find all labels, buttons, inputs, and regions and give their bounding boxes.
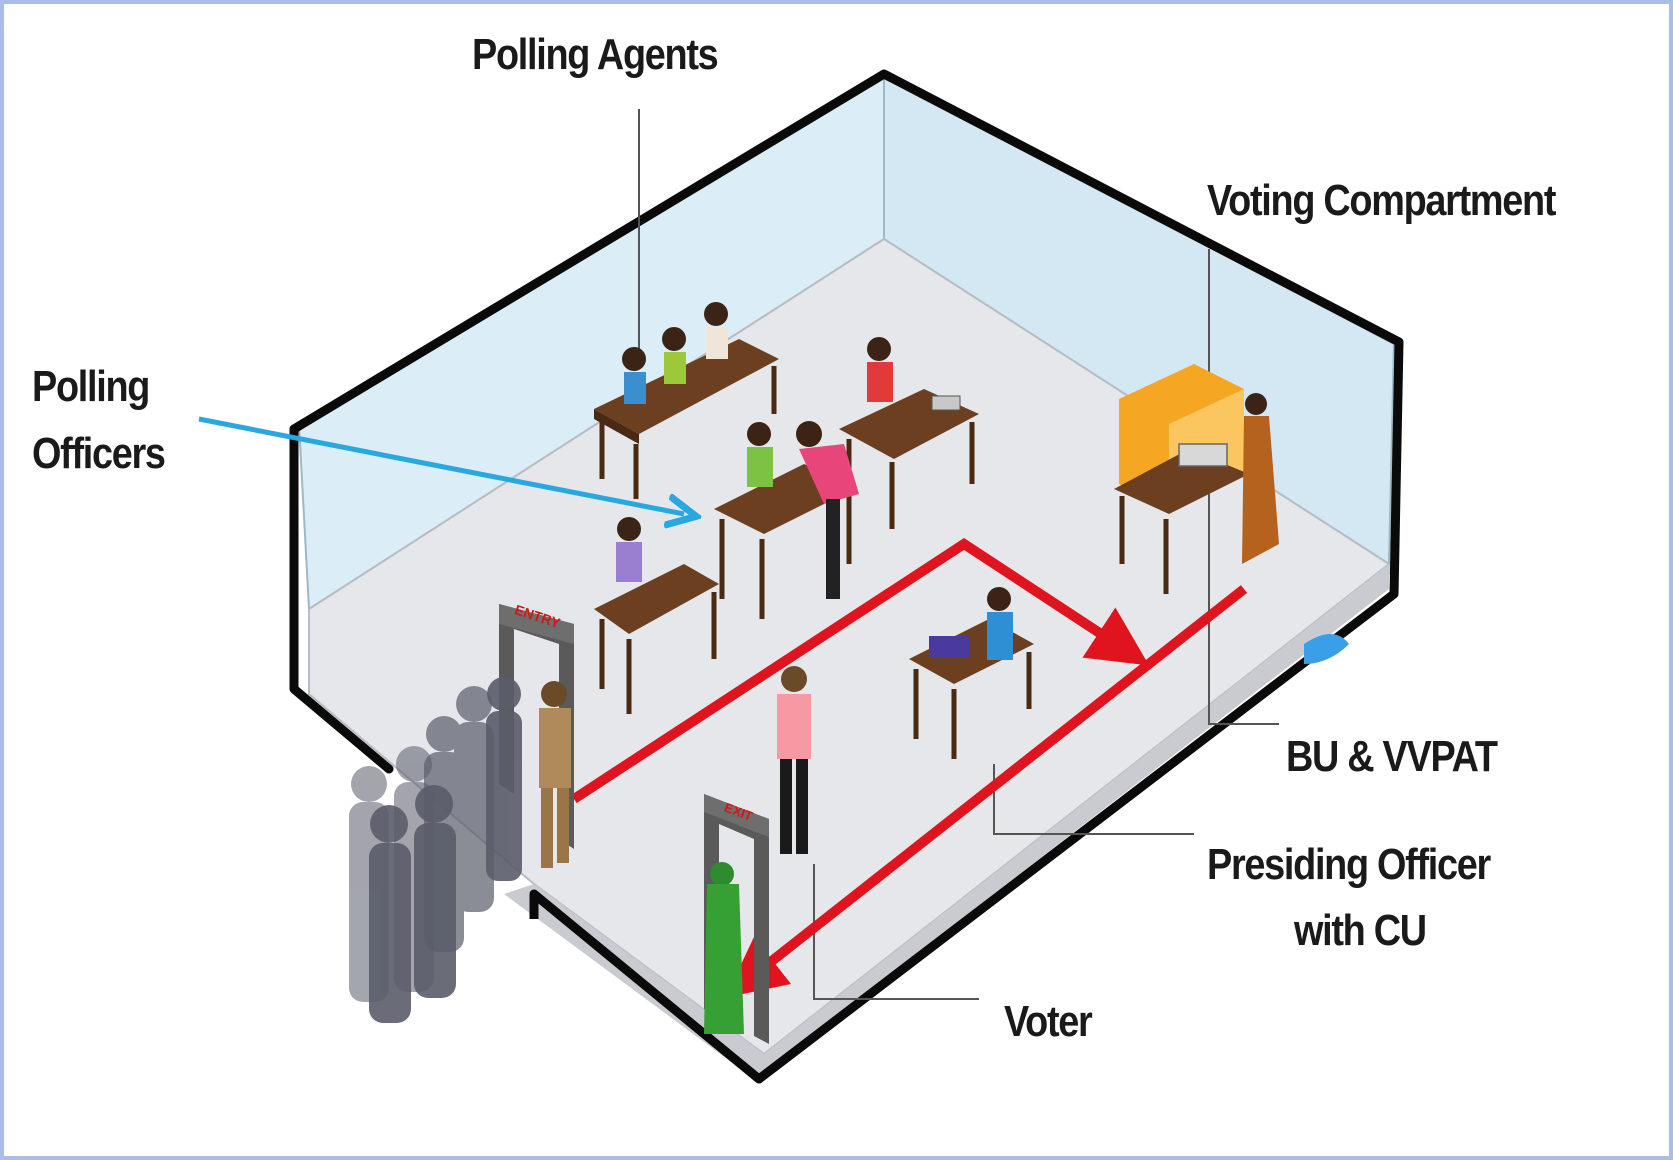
exiting-voter <box>704 862 744 1034</box>
voter-path-arrow-out <box>725 585 1248 998</box>
room-outline <box>289 69 1404 1084</box>
bu-vvpat-label: BU & VVPAT <box>1286 732 1498 781</box>
voter-path-arrow-in <box>571 538 1150 804</box>
polling-agents-label: Polling Agents <box>472 30 719 79</box>
voting-compartment <box>1114 364 1279 594</box>
polling-officers-label-line1: Polling <box>32 362 150 411</box>
voter-figure <box>777 666 811 854</box>
voter-leader <box>813 864 979 1000</box>
polling-station-illustration: ENTRY EXIT <box>198 69 1404 1084</box>
polling-agents-desks <box>594 302 779 499</box>
polling-officers-label-line2: Officers <box>32 429 166 478</box>
presiding-officer-label-line2: with CU <box>1294 906 1427 955</box>
floor-puddle <box>1304 634 1349 664</box>
polling-officers-pointer-arrow <box>198 416 684 514</box>
voter-label: Voter <box>1004 997 1093 1046</box>
presiding-officer-label-line1: Presiding Officer <box>1207 840 1491 889</box>
voting-compartment-label: Voting Compartment <box>1207 176 1556 225</box>
diagram-frame: ENTRY EXIT <box>4 4 1669 1156</box>
room-outline-left-notch <box>289 684 394 774</box>
security-guard <box>539 681 571 868</box>
voter-queue <box>349 677 522 1023</box>
polling-officers-desks <box>594 421 859 714</box>
presiding-officer-desk <box>909 587 1034 759</box>
